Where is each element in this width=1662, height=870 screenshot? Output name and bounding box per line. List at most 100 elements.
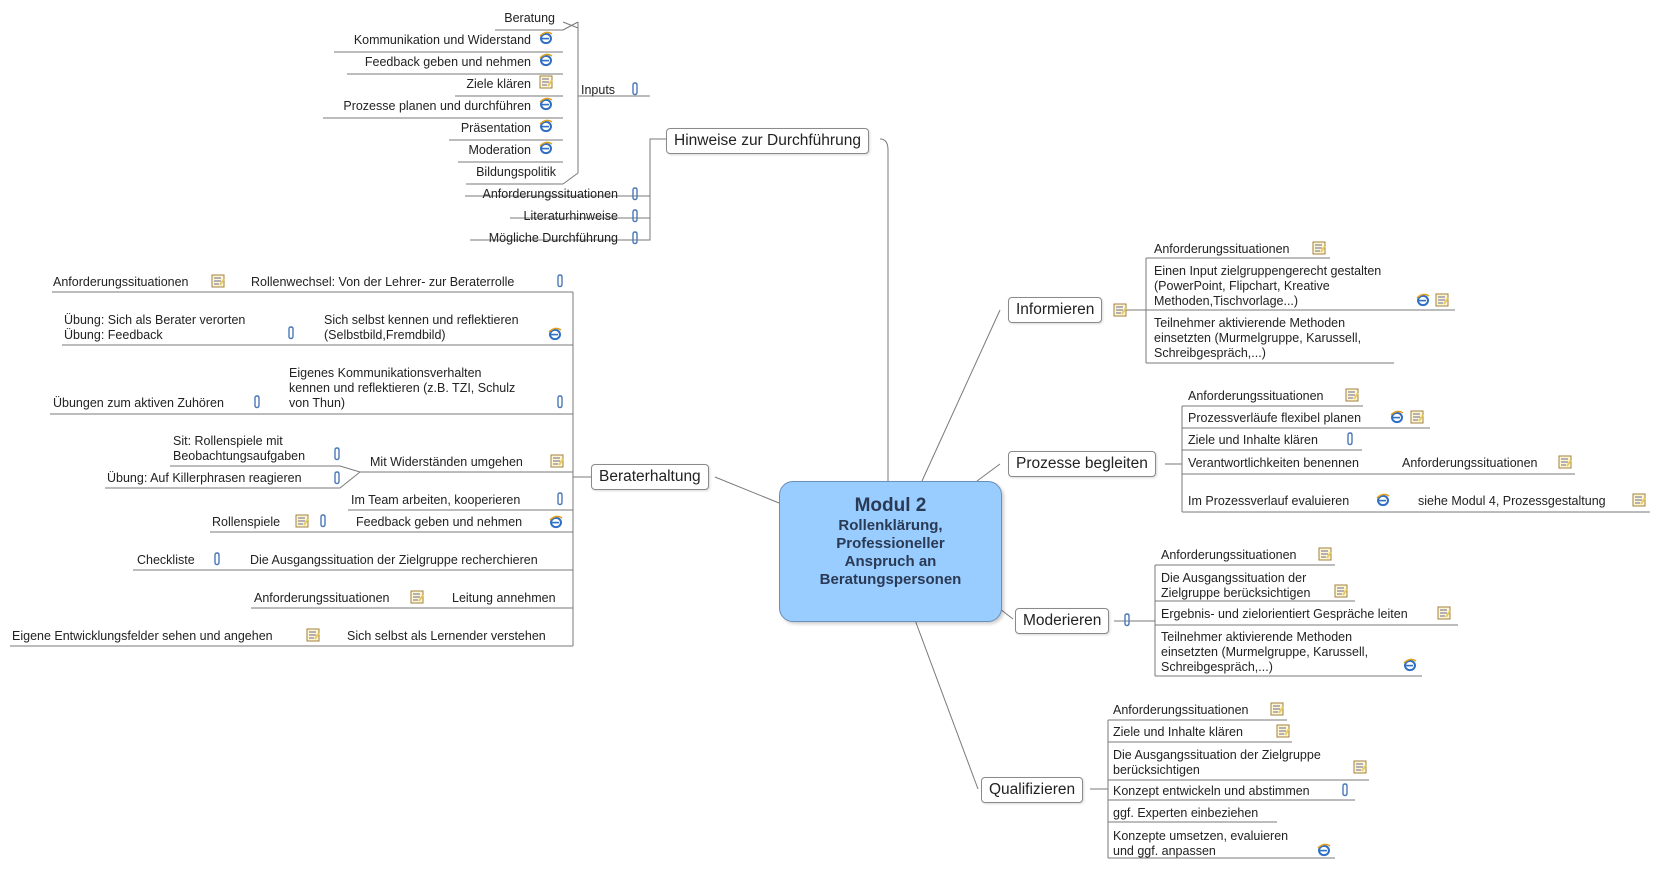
topic-beraterhaltung[interactable]: Beraterhaltung: [591, 464, 709, 490]
prozesse-item-detail[interactable]: Anforderungssituationen: [1402, 456, 1538, 470]
note-icon[interactable]: [1435, 293, 1449, 307]
internet-link-icon[interactable]: [1317, 843, 1331, 857]
note-icon[interactable]: [1113, 303, 1127, 317]
subtopic-anforderungssituationen[interactable]: Anforderungssituationen: [482, 187, 618, 201]
attachment-icon[interactable]: [630, 209, 644, 223]
input-item[interactable]: Moderation: [468, 143, 531, 157]
attachment-icon[interactable]: [252, 395, 266, 409]
attachment-icon[interactable]: [286, 326, 300, 340]
prozesse-item[interactable]: Ziele und Inhalte klären: [1188, 433, 1318, 447]
attachment-icon[interactable]: [332, 447, 346, 461]
note-icon[interactable]: [1318, 547, 1332, 561]
input-item[interactable]: Prozesse planen und durchführen: [343, 99, 531, 113]
qualifizieren-item[interactable]: Anforderungssituationen: [1113, 703, 1249, 717]
prozesse-item[interactable]: Anforderungssituationen: [1188, 389, 1324, 403]
subtopic-widerstand-detail[interactable]: Übung: Auf Killerphrasen reagieren: [107, 471, 302, 485]
subtopic-selbst-kennen[interactable]: Sich selbst kennen und reflektieren (Sel…: [324, 313, 519, 342]
moderieren-item[interactable]: Teilnehmer aktivierende Methoden einsetz…: [1161, 630, 1369, 674]
qualifizieren-item[interactable]: Die Ausgangssituation der Zielgruppe ber…: [1113, 748, 1321, 777]
subtopic-ausgangssituation-detail[interactable]: Checkliste: [137, 553, 195, 567]
note-icon[interactable]: [1345, 388, 1359, 402]
note-icon[interactable]: [211, 274, 225, 288]
subtopic-team[interactable]: Im Team arbeiten, kooperieren: [351, 493, 521, 507]
prozesse-item-detail[interactable]: siehe Modul 4, Prozessgestaltung: [1418, 494, 1606, 508]
input-item[interactable]: Präsentation: [460, 121, 531, 135]
input-item[interactable]: Kommunikation und Widerstand: [353, 33, 531, 47]
topic-qualifizieren[interactable]: Qualifizieren: [981, 777, 1084, 803]
qualifizieren-item[interactable]: ggf. Experten einbeziehen: [1113, 806, 1259, 820]
note-icon[interactable]: [1334, 584, 1348, 598]
qualifizieren-item[interactable]: Ziele und Inhalte klären: [1113, 725, 1243, 739]
subtopic-lernender[interactable]: Sich selbst als Lernender verstehen: [347, 629, 546, 643]
attachment-icon[interactable]: [318, 514, 332, 528]
attachment-icon[interactable]: [555, 492, 569, 506]
internet-link-icon[interactable]: [539, 53, 553, 67]
attachment-icon[interactable]: [630, 187, 644, 201]
internet-link-icon[interactable]: [1416, 293, 1430, 307]
subtopic-ausgangssituation[interactable]: Die Ausgangssituation der Zielgruppe rec…: [250, 553, 538, 567]
note-icon[interactable]: [1312, 241, 1326, 255]
subtopic-feedback[interactable]: Feedback geben und nehmen: [356, 515, 523, 529]
note-icon[interactable]: [1410, 410, 1424, 424]
input-item[interactable]: Beratung: [504, 11, 555, 25]
input-item[interactable]: Ziele klären: [466, 77, 531, 91]
informieren-item[interactable]: Einen Input zielgruppengerecht gestalten…: [1154, 264, 1382, 308]
attachment-icon[interactable]: [555, 395, 569, 409]
qualifizieren-item[interactable]: Konzept entwickeln und abstimmen: [1113, 784, 1310, 798]
topic-moderieren[interactable]: Moderieren: [1015, 608, 1110, 634]
note-icon[interactable]: [1558, 455, 1572, 469]
note-icon[interactable]: [1437, 606, 1451, 620]
subtopic-literaturhinweise[interactable]: Literaturhinweise: [523, 209, 619, 223]
subtopic-feedback-detail[interactable]: Rollenspiele: [212, 515, 281, 529]
note-icon[interactable]: [539, 75, 553, 89]
informieren-item[interactable]: Anforderungssituationen: [1154, 242, 1290, 256]
note-icon[interactable]: [1353, 760, 1367, 774]
subtopic-widerstand[interactable]: Mit Widerständen umgehen: [370, 455, 523, 469]
internet-link-icon[interactable]: [539, 141, 553, 155]
moderieren-item[interactable]: Anforderungssituationen: [1161, 548, 1297, 562]
attachment-icon[interactable]: [555, 274, 569, 288]
qualifizieren-item[interactable]: Konzepte umsetzen, evaluieren und ggf. a…: [1113, 829, 1289, 858]
attachment-icon[interactable]: [332, 471, 346, 485]
internet-link-icon[interactable]: [1390, 410, 1404, 424]
subtopic-widerstand-detail[interactable]: Sit: Rollenspiele mit Beobachtungsaufgab…: [173, 434, 306, 463]
topic-prozesse[interactable]: Prozesse begleiten: [1008, 451, 1156, 477]
subtopic-leitung[interactable]: Leitung annehmen: [452, 591, 556, 605]
subtopic-lernender-detail[interactable]: Eigene Entwicklungsfelder sehen und ange…: [12, 629, 273, 643]
note-icon[interactable]: [295, 514, 309, 528]
prozesse-item[interactable]: Verantwortlichkeiten benennen: [1188, 456, 1359, 470]
attachment-icon[interactable]: [1340, 783, 1354, 797]
internet-link-icon[interactable]: [1376, 493, 1390, 507]
subtopic-rollenwechsel[interactable]: Rollenwechsel: Von der Lehrer- zur Berat…: [251, 275, 515, 289]
note-icon[interactable]: [550, 454, 564, 468]
subtopic-leitung-detail[interactable]: Anforderungssituationen: [254, 591, 390, 605]
internet-link-icon[interactable]: [539, 31, 553, 45]
subtopic-kommunikation[interactable]: Eigenes Kommunikationsverhalten kennen u…: [289, 366, 516, 410]
internet-link-icon[interactable]: [549, 515, 563, 529]
internet-link-icon[interactable]: [548, 327, 562, 341]
subtopic-kommunikation-detail[interactable]: Übungen zum aktiven Zuhören: [53, 396, 224, 410]
topic-hinweise[interactable]: Hinweise zur Durchführung: [666, 128, 869, 154]
input-item[interactable]: Bildungspolitik: [476, 165, 556, 179]
internet-link-icon[interactable]: [539, 119, 553, 133]
note-icon[interactable]: [410, 590, 424, 604]
moderieren-item[interactable]: Ergebnis- und zielorientiert Gespräche l…: [1161, 607, 1408, 621]
subtopic-selbst-kennen-detail[interactable]: Übung: Sich als Berater verorten Übung: …: [64, 313, 246, 342]
moderieren-item[interactable]: Die Ausgangssituation der Zielgruppe ber…: [1161, 571, 1311, 600]
attachment-icon[interactable]: [630, 231, 644, 245]
note-icon[interactable]: [1270, 702, 1284, 716]
topic-informieren[interactable]: Informieren: [1008, 297, 1103, 323]
internet-link-icon[interactable]: [539, 97, 553, 111]
attachment-icon[interactable]: [212, 552, 226, 566]
input-item[interactable]: Feedback geben und nehmen: [364, 55, 531, 69]
informieren-item[interactable]: Teilnehmer aktivierende Methoden einsetz…: [1154, 316, 1362, 360]
prozesse-item[interactable]: Prozessverläufe flexibel planen: [1188, 411, 1362, 425]
attachment-icon[interactable]: [1122, 613, 1136, 627]
prozesse-item[interactable]: Im Prozessverlauf evaluieren: [1188, 494, 1350, 508]
central-topic[interactable]: Modul 2 Rollenklärung, Professioneller A…: [779, 481, 1002, 622]
subtopic-rollenwechsel-detail[interactable]: Anforderungssituationen: [53, 275, 189, 289]
note-icon[interactable]: [306, 628, 320, 642]
attachment-icon[interactable]: [630, 82, 644, 96]
subtopic-moegliche-durchfuehrung[interactable]: Mögliche Durchführung: [488, 231, 618, 245]
note-icon[interactable]: [1632, 493, 1646, 507]
